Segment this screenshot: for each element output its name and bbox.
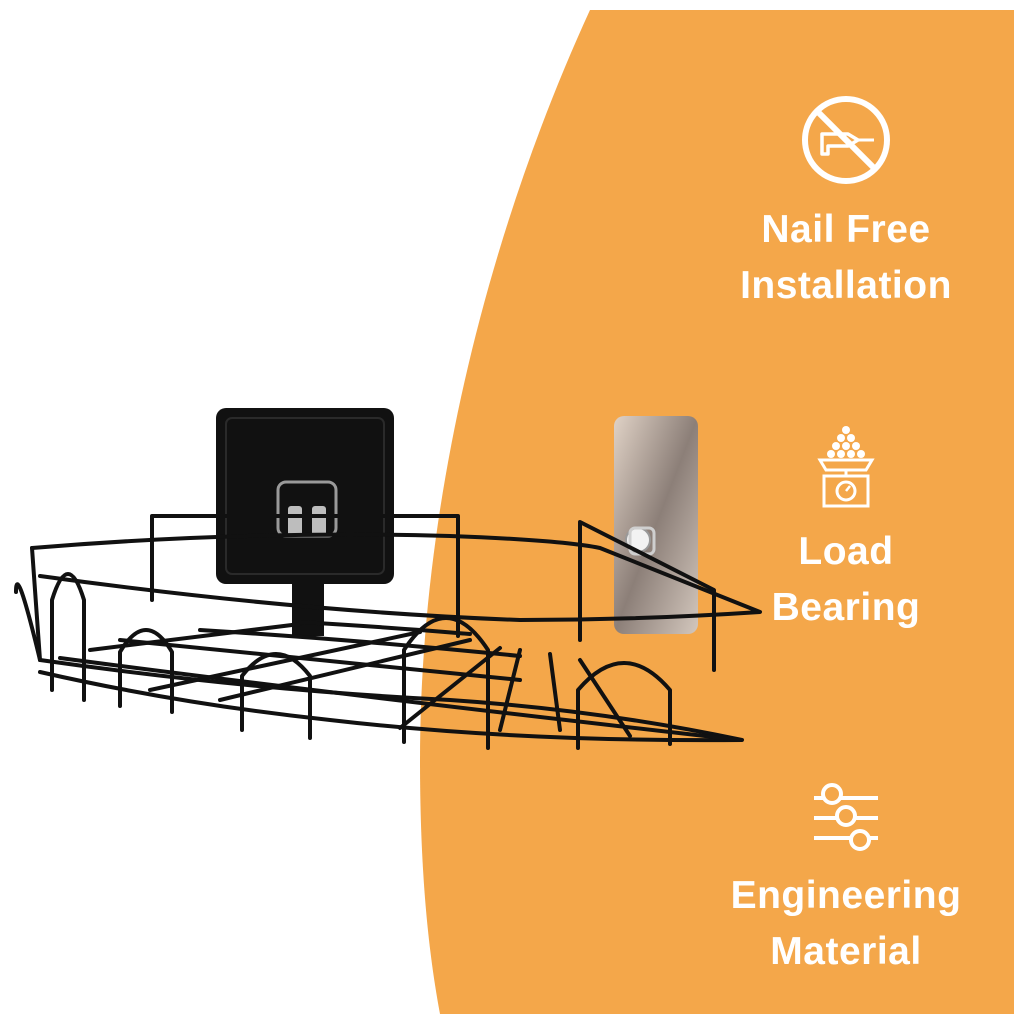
feature-load-bearing-line1: Load (798, 530, 894, 573)
feature-engineering-material-line1: Engineering (730, 874, 962, 917)
corner-wire-shelf-illustration (14, 408, 762, 750)
feature-engineering-material-label: Engineering Material (686, 868, 1006, 980)
orange-panel (420, 10, 1014, 1014)
no-drill-icon (802, 96, 890, 184)
feature-load-bearing-line2: Bearing (771, 586, 921, 629)
feature-nail-free-label: Nail Free Installation (686, 202, 1006, 314)
feature-engineering-material-line2: Material (770, 930, 922, 973)
adhesive-pad-black (216, 408, 394, 584)
feature-nail-free: Nail Free Installation (686, 92, 1006, 314)
adjustment-sliders-icon (814, 783, 878, 851)
feature-engineering-material: Engineering Material (686, 782, 1006, 980)
feature-nail-free-line2: Installation (740, 264, 952, 307)
feature-load-bearing: Load Bearing (686, 424, 1006, 636)
feature-load-bearing-label: Load Bearing (686, 524, 1006, 636)
feature-nail-free-line1: Nail Free (761, 208, 931, 251)
weight-scale-icon (817, 426, 875, 508)
